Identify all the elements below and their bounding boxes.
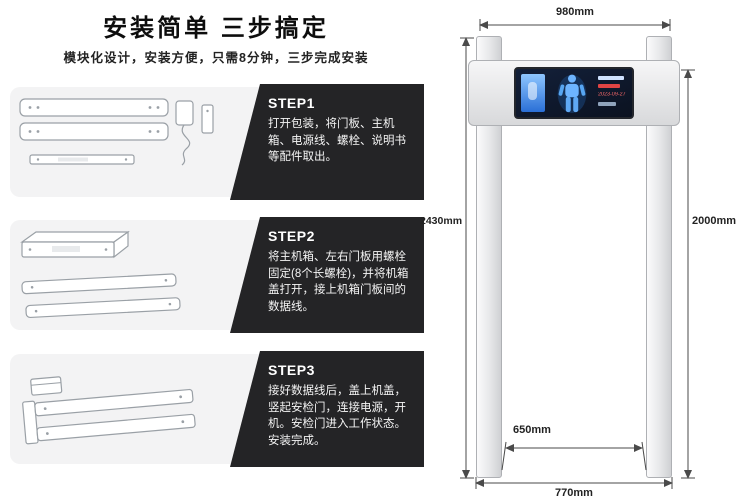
- screen-date: 2023-09-27: [598, 92, 626, 98]
- step2-card: STEP2 将主机箱、左右门板用螺栓固定(8个长螺栓)，并将机箱盖打开，接上机箱…: [230, 217, 424, 333]
- dim-overall-height: 2430mm: [420, 215, 463, 227]
- step3-text: 接好数据线后，盖上机盖，竖起安检门，连接电源，开机。安检门进入工作状态。安装完成…: [268, 385, 406, 448]
- steps-section: STEP1 打开包装，将门板、主机箱、电源线、螺栓、说明书等配件取出。: [10, 84, 424, 474]
- screen-status-panel: 2023-09-27: [598, 76, 631, 110]
- step3-door-icon: [22, 376, 196, 445]
- camera-preview-panel: [521, 74, 545, 112]
- body-scan-figure-icon: [557, 74, 587, 114]
- step1-label: STEP1: [268, 95, 315, 111]
- step2-assembly-icon: [20, 230, 181, 319]
- step1-text: 打开包装，将门板、主机箱、电源线、螺栓、说明书等配件取出。: [268, 118, 406, 164]
- step2-label: STEP2: [268, 228, 315, 244]
- step3-label: STEP3: [268, 362, 315, 378]
- screen-alert-line: [598, 84, 620, 88]
- step-row-2: STEP2 将主机箱、左右门板用螺栓固定(8个长螺栓)，并将机箱盖打开，接上机箱…: [10, 217, 424, 333]
- step-row-1: STEP1 打开包装，将门板、主机箱、电源线、螺栓、说明书等配件取出。: [10, 84, 424, 200]
- step-row-3: STEP3 接好数据线后，盖上机盖，竖起安检门，连接电源，开机。安检门进入工作状…: [10, 351, 424, 467]
- step2-text: 将主机箱、左右门板用螺栓固定(8个长螺栓)，并将机箱盖打开，接上机箱门板间的数据…: [268, 251, 409, 314]
- gate-screen: 2023-09-27: [514, 67, 634, 119]
- screen-status-line: [598, 76, 624, 80]
- dim-passage-width: 650mm: [513, 424, 551, 436]
- step1-parts-icon: [19, 98, 214, 166]
- dim-base-width: 770mm: [555, 487, 593, 499]
- page-subtitle: 模块化设计，安装方便，只需8分钟，三步完成安装: [63, 51, 369, 65]
- dim-passage-height: 2000mm: [692, 215, 737, 227]
- dim-top-width: 980mm: [556, 6, 594, 18]
- page-title: 安装简单 三步搞定: [103, 15, 329, 42]
- screen-time-line: [598, 102, 616, 106]
- gate-diagram: 2023-09-27: [420, 0, 748, 501]
- step1-card: STEP1 打开包装，将门板、主机箱、电源线、螺栓、说明书等配件取出。: [230, 84, 424, 200]
- step3-card: STEP3 接好数据线后，盖上机盖，竖起安检门，连接电源，开机。安检门进入工作状…: [230, 351, 424, 467]
